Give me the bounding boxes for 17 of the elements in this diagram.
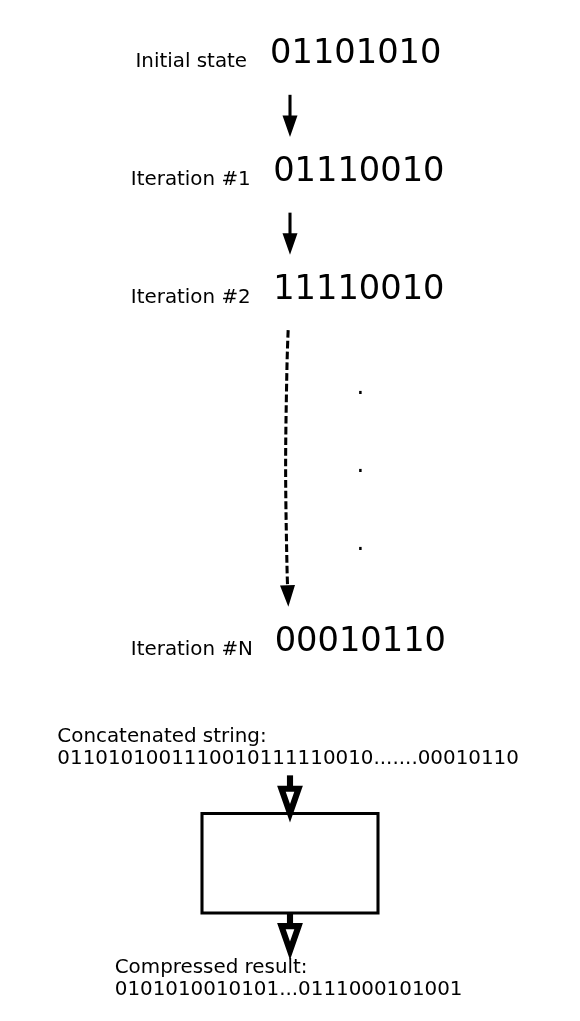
node-label: Iteration #N (130, 636, 253, 660)
label: . (356, 526, 365, 556)
node-label: Iteration #2 (130, 284, 251, 308)
arrow (282, 94, 298, 137)
label: . (356, 448, 365, 478)
node-box (200, 812, 380, 915)
node-text: Compressed result: 0101010010101...0111000101001 (114, 955, 463, 1000)
arrow (280, 330, 295, 607)
node-text: Concatenated string: 0110101001110010111110010.......00010110 (57, 724, 519, 769)
node-text: 11110010 (273, 267, 445, 307)
arrow (282, 212, 298, 255)
node-label: Initial state (135, 49, 248, 73)
label: . (356, 370, 365, 400)
node-label: Iteration #1 (130, 167, 251, 191)
node-text: 01110010 (273, 149, 445, 189)
node-text: 00010110 (274, 619, 447, 659)
node-text: 01101010 (270, 31, 442, 71)
